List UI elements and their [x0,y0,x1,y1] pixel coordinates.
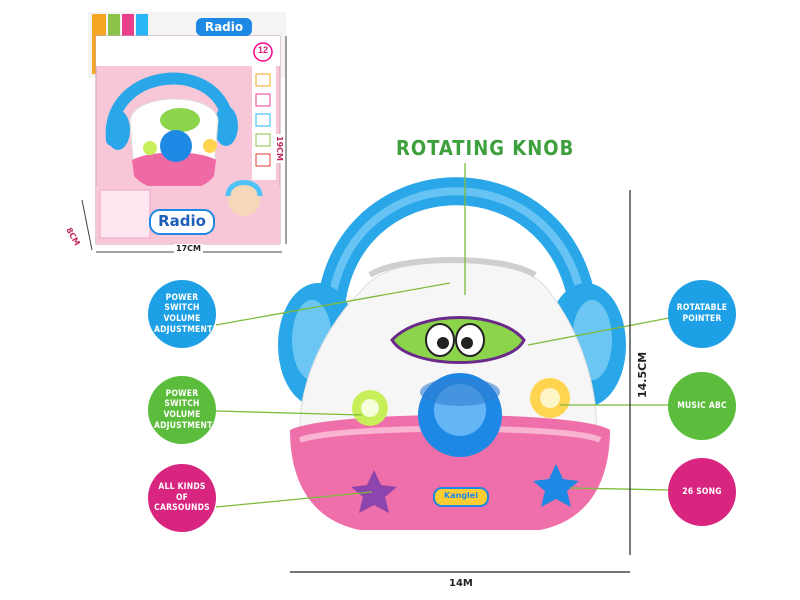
box-height-label: 19CM [275,134,284,163]
product-width-label: 14M [449,578,473,589]
product-logo: Kanglei [444,491,478,500]
product-height-label: 14.5CM [636,351,649,398]
package-box [81,12,287,253]
callout-rotatable-pointer: ROTATABLE POINTER [668,280,736,348]
callout-carsounds: ALL KINDS OF CARSOUNDS [148,464,216,532]
box-age-badge: 12 [257,45,268,55]
box-width-label: 17CM [174,244,203,253]
callout-music-abc: MUSIC ABC [668,372,736,440]
page-title: ROTATING KNOB [396,136,575,160]
toy-radio [278,177,626,530]
box-brand-label: Radio [204,20,244,34]
callout-lines [215,163,670,508]
callout-26-song: 26 SONG [668,458,736,526]
callout-power-volume-top: POWER SWITCH VOLUME ADJUSTMENT [148,280,216,348]
box-radio-logo: Radio [158,212,206,230]
callout-power-volume-middle: POWER SWITCH VOLUME ADJUSTMENT [148,376,216,444]
